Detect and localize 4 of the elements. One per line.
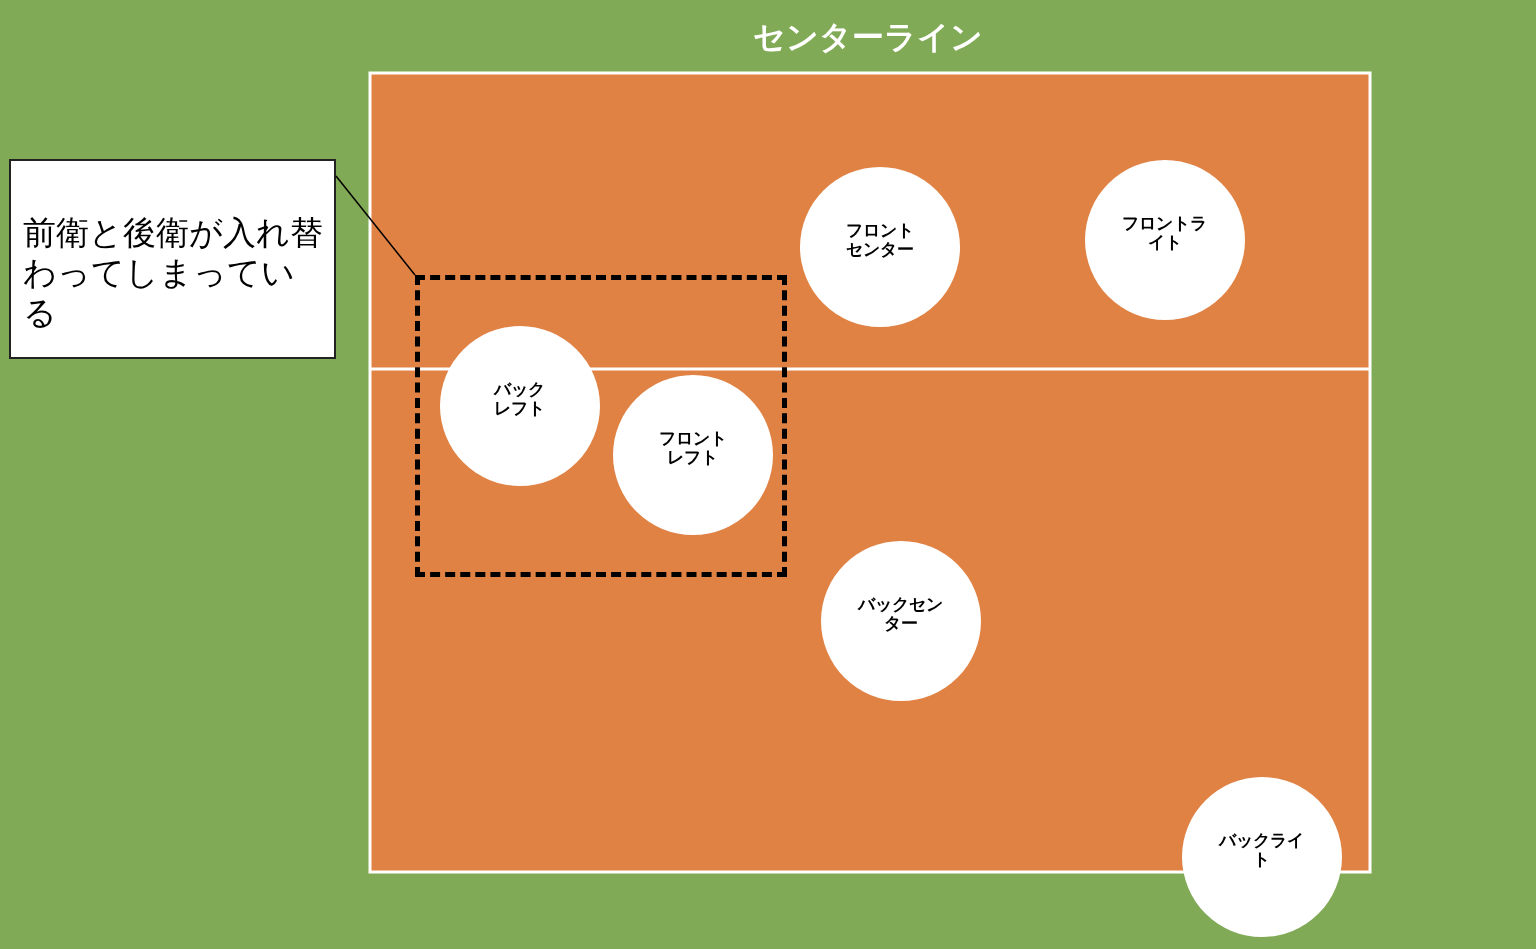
- callout-box: 前衛と後衛が入れ替わってしまっている: [9, 159, 336, 359]
- dashed-box: [415, 275, 787, 577]
- line-label: センターライン: [753, 19, 983, 55]
- leader-line: [335, 175, 416, 276]
